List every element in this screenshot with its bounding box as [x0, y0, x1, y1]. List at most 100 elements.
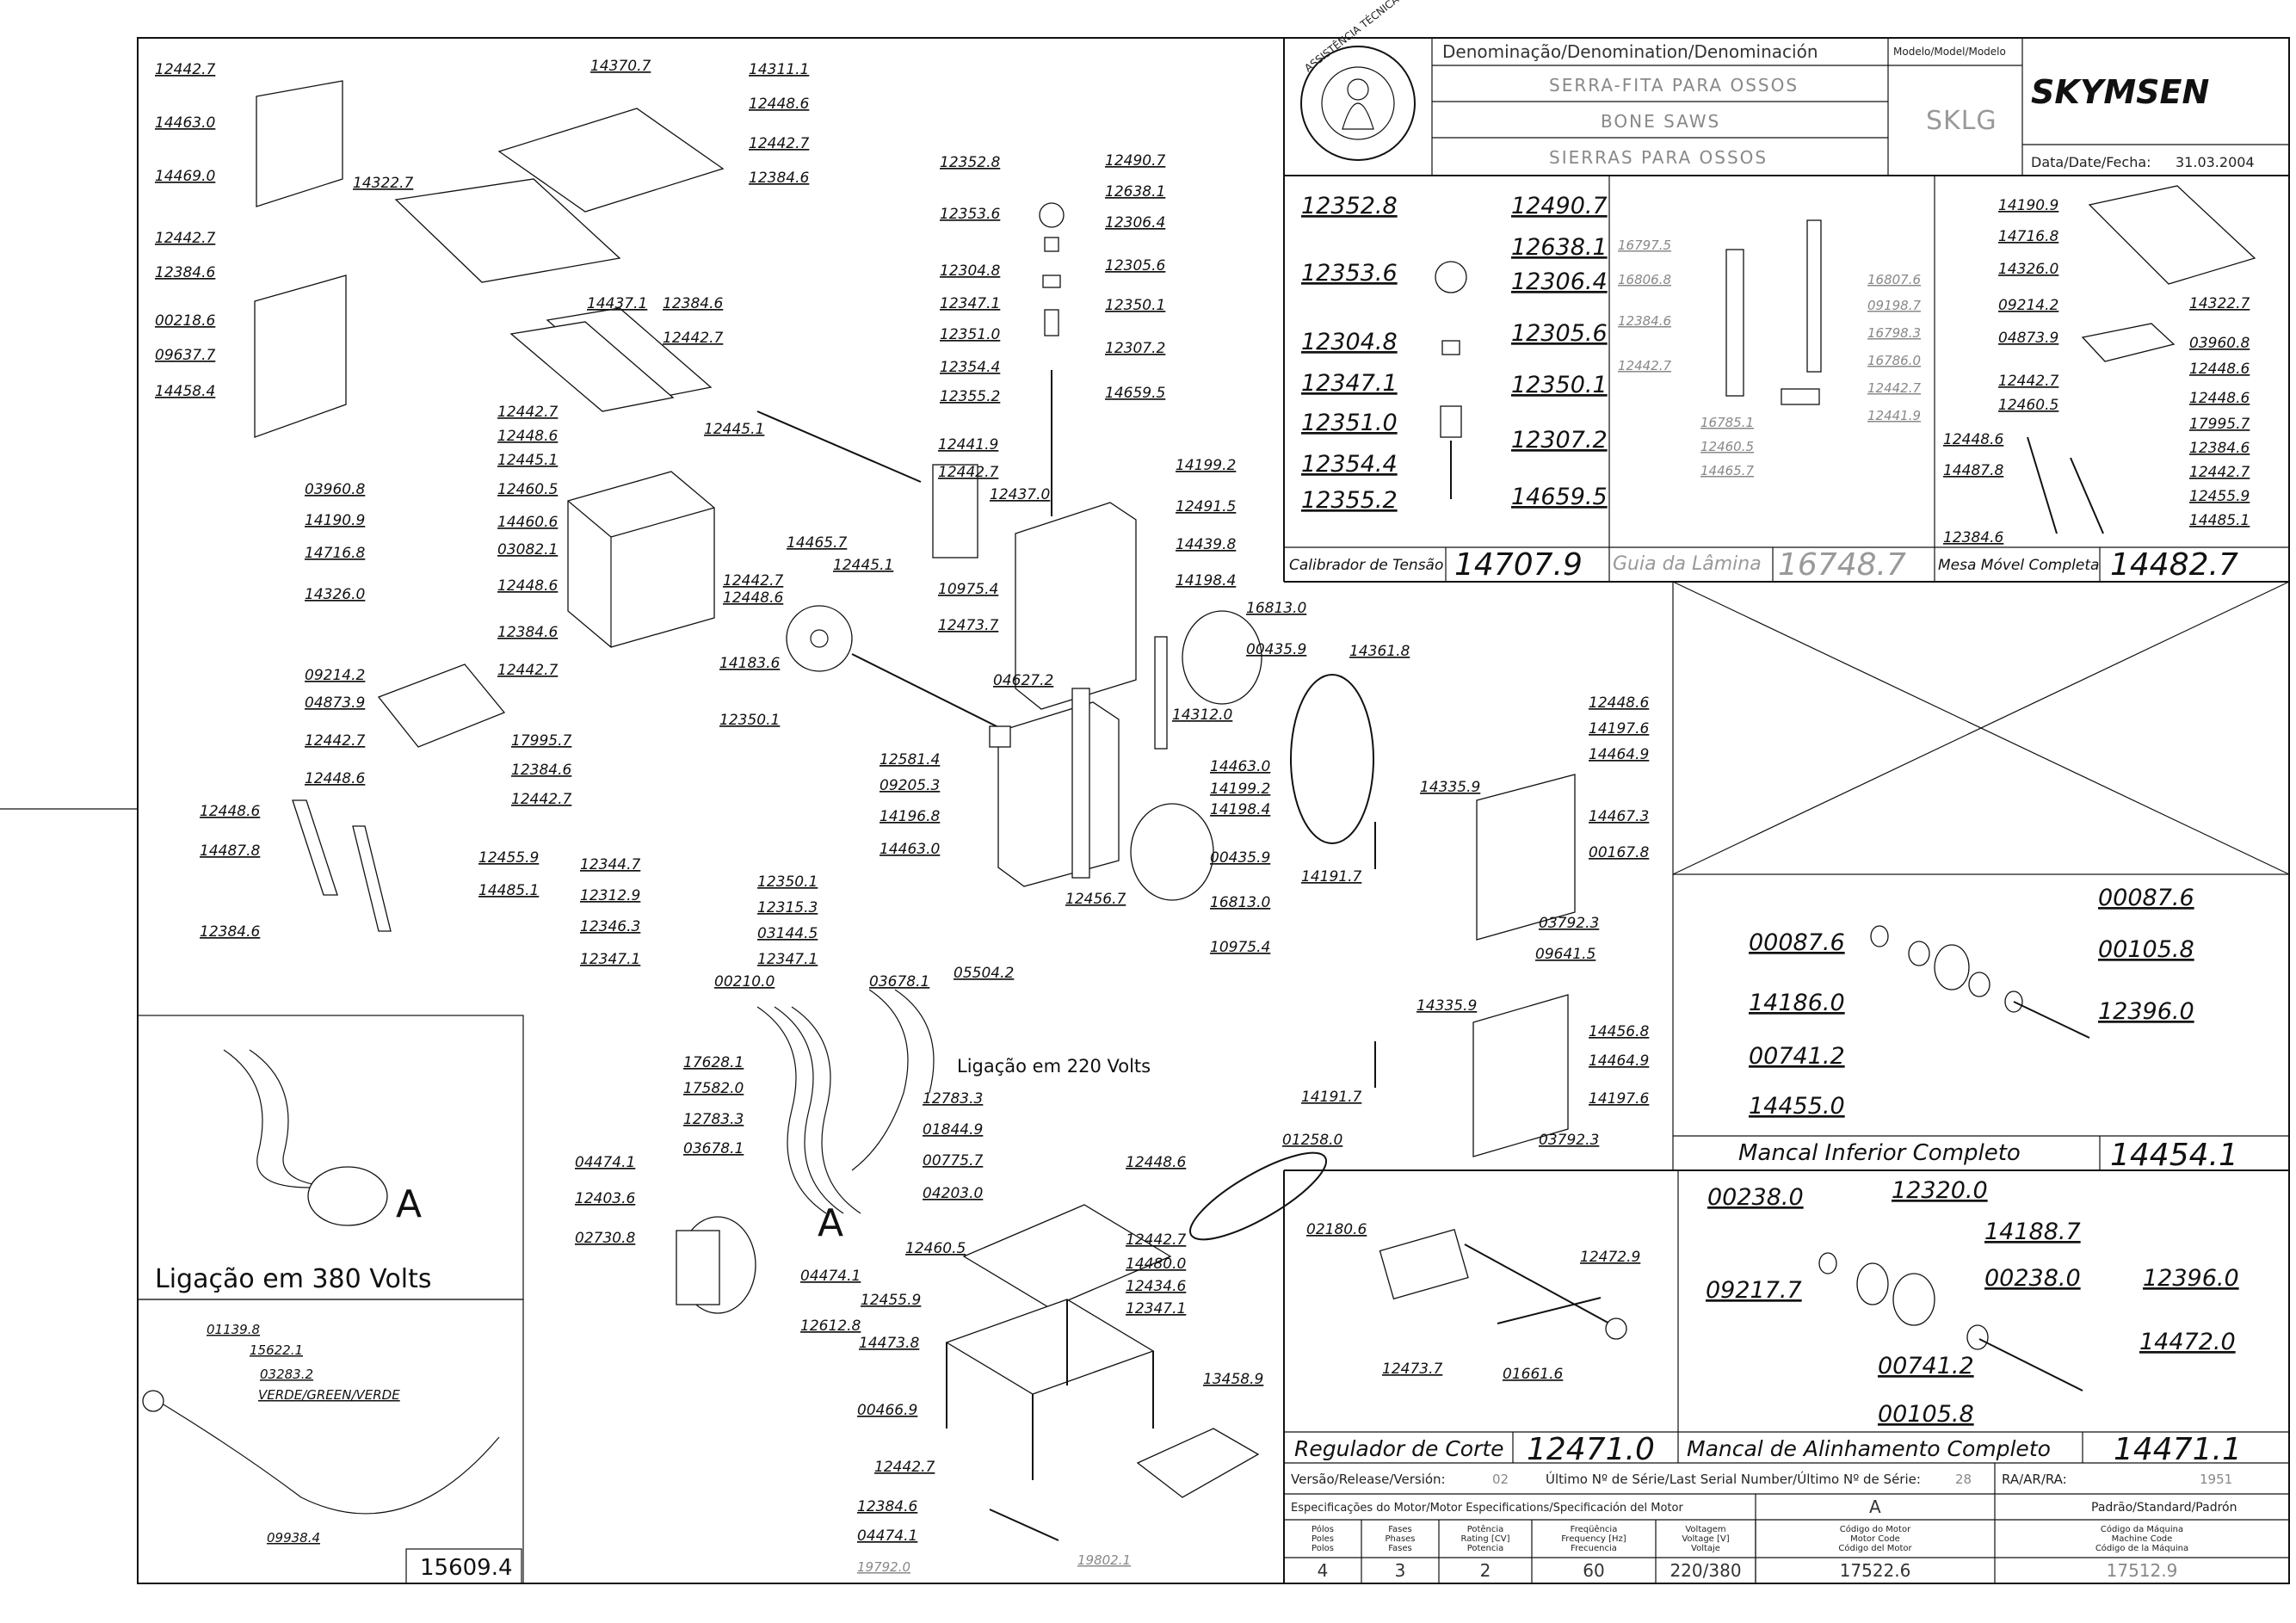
part-callout: 19802.1: [1077, 1552, 1131, 1568]
part-callout: 12783.3: [923, 1090, 983, 1108]
part-callout: 00435.9: [1210, 849, 1270, 867]
motor-col-header: Freqüência: [1571, 1524, 1618, 1534]
part-callout: 05504.2: [954, 965, 1014, 982]
motor-col-header: Código da Máquina: [2101, 1524, 2183, 1534]
part-callout: 01844.9: [923, 1121, 983, 1139]
motor-col-header: Polos: [1312, 1544, 1334, 1553]
part-callout: 12320.0: [1892, 1177, 1988, 1204]
part-callout: 12442.7: [497, 404, 558, 421]
part-callout: 12350.1: [757, 873, 818, 891]
part-callout: 12442.7: [497, 662, 558, 679]
part-callout: 12307.2: [1511, 427, 1608, 454]
part-callout: 12473.7: [938, 617, 998, 634]
part-callout: 12612.8: [800, 1318, 861, 1335]
part-callout: 14199.2: [1210, 781, 1270, 798]
part-callout: 16786.0: [1867, 353, 1921, 368]
motor-col-header: Voltage [V]: [1682, 1534, 1729, 1544]
part-callout: 12448.6: [723, 589, 783, 607]
part-callout: 12442.7: [723, 572, 783, 589]
serial-label: Último Nº de Série/Last Serial Number/Úl…: [1546, 1471, 1921, 1487]
part-callout: 00218.6: [155, 312, 215, 330]
part-callout: 12312.9: [580, 887, 640, 904]
motor-col-header: Frequency [Hz]: [1561, 1534, 1626, 1544]
part-callout: 14183.6: [719, 655, 780, 672]
version-value: 02: [1492, 1472, 1509, 1487]
part-callout: 12384.6: [497, 624, 558, 641]
part-callout: 12445.1: [497, 452, 558, 469]
date-value: 31.03.2004: [2176, 154, 2255, 170]
part-callout: 01661.6: [1503, 1366, 1563, 1383]
motor-col-value: 3: [1395, 1560, 1406, 1581]
part-callout: 14190.9: [1998, 197, 2058, 214]
product-name-pt: SERRA-FITA PARA OSSOS: [1549, 75, 1799, 96]
cable-box: [137, 1299, 524, 1584]
ra-value: 1951: [2200, 1472, 2232, 1487]
part-callout: 14465.7: [1700, 463, 1754, 478]
part-callout: 12347.1: [757, 951, 818, 968]
model-header: Modelo/Model/Modelo: [1893, 46, 2006, 58]
part-callout: 12442.7: [511, 791, 571, 808]
part-callout: 14311.1: [749, 61, 809, 78]
part-callout: 12315.3: [757, 899, 818, 916]
part-callout: 04873.9: [305, 694, 365, 712]
part-callout: 04627.2: [993, 672, 1053, 689]
part-callout: 14191.7: [1301, 868, 1361, 886]
part-callout: 12347.1: [580, 951, 640, 968]
part-callout: 14472.0: [2139, 1329, 2236, 1355]
part-callout: 00435.9: [1246, 641, 1306, 658]
part-callout: 14460.6: [497, 514, 558, 531]
part-callout: 12442.7: [749, 135, 809, 152]
motor-col-header: Voltagem: [1685, 1525, 1725, 1534]
motor-col-value: 17522.6: [1840, 1560, 1911, 1581]
part-callout: 12473.7: [1382, 1361, 1442, 1378]
motor-col-header: Frecuencia: [1571, 1544, 1617, 1553]
part-callout: 19792.0: [857, 1559, 910, 1575]
part-callout: 03960.8: [2189, 335, 2250, 352]
part-callout: 12434.6: [1126, 1278, 1186, 1295]
product-name-es: SIERRAS PARA OSSOS: [1549, 147, 1768, 168]
part-callout: 17995.7: [2189, 416, 2250, 433]
part-callout: 12460.5: [1998, 397, 2058, 414]
part-callout: 12783.3: [683, 1111, 744, 1128]
part-callout: 14439.8: [1176, 536, 1236, 553]
part-drawings: [142, 80, 2256, 1541]
part-callout: 12352.8: [940, 154, 1000, 171]
part-callout: 09214.2: [305, 667, 365, 684]
motor-col-value: 2: [1480, 1560, 1491, 1581]
part-callout: 14198.4: [1176, 572, 1236, 589]
part-callout: 12347.1: [1126, 1300, 1186, 1318]
part-callout: 12307.2: [1105, 340, 1165, 357]
mesa-code: 14482.7: [2110, 547, 2238, 583]
guia-caption: Guia da Lâmina: [1613, 553, 1762, 575]
part-callout: 14463.0: [1210, 758, 1270, 775]
part-callout: 12442.7: [1998, 373, 2058, 390]
mancal-alinhamento-code: 14471.1: [2114, 1432, 2242, 1467]
part-callout: 00167.8: [1589, 844, 1649, 861]
part-callout: 04203.0: [923, 1185, 983, 1202]
motor-col-header: Phases: [1385, 1534, 1415, 1544]
part-callout: 12460.5: [497, 481, 558, 498]
part-callout: 00087.6: [1749, 929, 1845, 956]
part-callout: 09205.3: [880, 777, 940, 794]
product-name-en: BONE SAWS: [1601, 111, 1720, 132]
part-callout: 14437.1: [587, 295, 647, 312]
part-callout: 16813.0: [1210, 894, 1270, 911]
part-callout: 12448.6: [749, 96, 809, 113]
part-callout: 14188.7: [1984, 1219, 2081, 1245]
part-callout: 12460.5: [1700, 439, 1754, 454]
part-callout: 14659.5: [1105, 385, 1165, 402]
part-callout: VERDE/GREEN/VERDE: [258, 1387, 400, 1403]
motor-spec-table: PólosPolesPolos4FasesPhasesFases3Potênci…: [1312, 1524, 2188, 1581]
part-callout: 09198.7: [1867, 298, 1921, 313]
part-callout: 12448.6: [1943, 431, 2003, 448]
part-callout: 00105.8: [2098, 936, 2194, 963]
part-callout: 12448.6: [497, 428, 558, 445]
part-callout: 12448.6: [1589, 694, 1649, 712]
motor-col-header: Código de la Máquina: [2095, 1543, 2188, 1553]
part-callout: 14322.7: [353, 175, 413, 192]
part-callout: 03792.3: [1539, 915, 1599, 932]
motor-col-header: Machine Code: [2112, 1534, 2173, 1544]
part-callout: 12306.4: [1511, 268, 1608, 295]
